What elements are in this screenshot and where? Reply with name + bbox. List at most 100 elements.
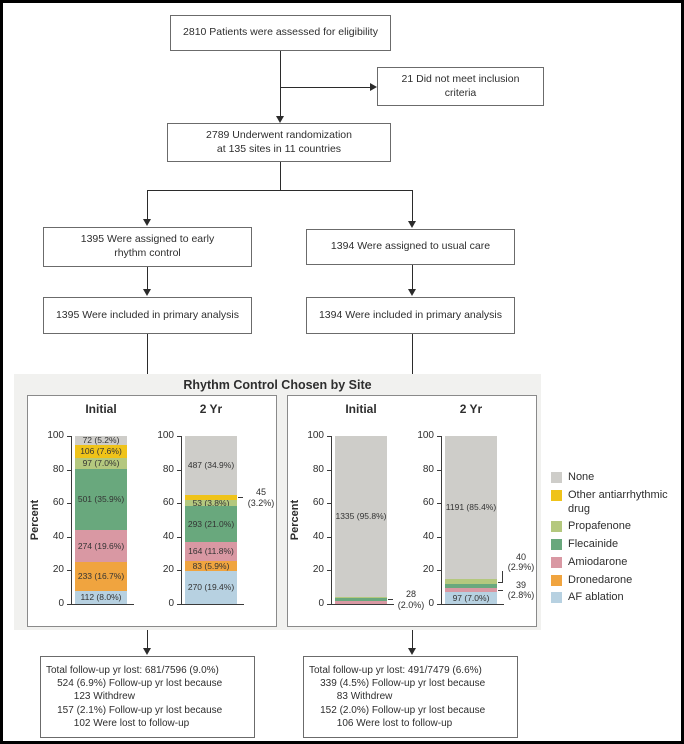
flow-arrowhead	[408, 648, 416, 655]
bar-column-title: Initial	[85, 402, 117, 416]
callout-label: 28 (2.0%)	[397, 589, 425, 610]
bar-segment-af-ablation: 112 (8.0%)	[75, 590, 127, 604]
flow-box-excluded: 21 Did not meet inclusion criteria	[377, 67, 544, 106]
stacked-bar: 487 (34.9%)53 (3.8%)293 (21.0%)164 (11.8…	[185, 436, 237, 604]
legend-label: Flecainide	[568, 538, 619, 550]
y-axis-tick	[177, 469, 181, 471]
flow-connector	[412, 630, 413, 649]
segment-label: 97 (7.0%)	[82, 458, 120, 469]
bar-segment-dronedarone: 83 (5.9%)	[185, 561, 237, 572]
bar-segment-dronedarone: 233 (16.7%)	[75, 562, 127, 591]
bar-segment-propafenone	[335, 596, 387, 598]
flow-box-assigned-early-rhythm-control: 1395 Were assigned to early rhythm contr…	[43, 227, 252, 267]
flow-connector	[147, 267, 148, 290]
legend-label: Other antiarrhythmic drug	[568, 488, 668, 515]
legend-item: Dronedarone	[551, 574, 681, 588]
flow-arrowhead	[408, 289, 416, 296]
y-axis-tick	[67, 436, 71, 437]
bar-segment-propafenone: 97 (7.0%)	[75, 457, 127, 470]
segment-label: 97 (7.0%)	[452, 592, 490, 603]
bar-segment-af-ablation: 97 (7.0%)	[445, 592, 497, 604]
stacked-bar: 1335 (95.8%)	[335, 436, 387, 604]
y-tick-label: 80	[422, 463, 434, 475]
y-tick-label: 60	[52, 497, 64, 509]
flow-connector	[280, 51, 281, 117]
y-tick-label: 20	[422, 564, 434, 576]
flow-box-followup-lost-usual: Total follow-up yr lost: 491/7479 (6.6%)…	[303, 656, 518, 738]
segment-label: 501 (35.9%)	[77, 494, 125, 505]
legend-item: None	[551, 471, 681, 485]
y-axis-tick	[67, 604, 71, 605]
legend-label: None	[568, 471, 595, 483]
flow-arrowhead	[408, 221, 416, 228]
legend-label: Amiodarone	[568, 555, 628, 568]
bar-segment-propafenone	[445, 579, 497, 585]
callout-label: 39 (2.8%)	[507, 579, 535, 601]
flow-connector	[412, 190, 413, 222]
y-axis-tick	[177, 436, 181, 437]
bar-segment-other-antiarrhythmic-drug	[185, 494, 237, 500]
bar-segment-none: 72 (5.2%)	[75, 436, 127, 445]
bar-segment-af-ablation: 270 (19.4%)	[185, 571, 237, 604]
legend-label: AF ablation	[568, 591, 624, 604]
stacked-bar: 72 (5.2%)106 (7.6%) 97 (7.0%) 501 (35.9%) 2…	[75, 436, 127, 604]
legend-swatch	[551, 539, 562, 550]
legend-swatch	[551, 556, 562, 568]
flow-arrowhead	[370, 83, 377, 91]
callout-label: 40 (2.9%)	[507, 551, 535, 573]
callout-line	[498, 581, 503, 583]
flow-connector	[280, 87, 371, 88]
rhythm-control-panel: Rhythm Control Chosen by Site Percent In…	[14, 374, 541, 630]
legend-swatch	[551, 472, 562, 483]
segment-label: 164 (11.8%)	[188, 546, 234, 557]
legend-swatch	[551, 489, 562, 501]
legend-swatch	[551, 521, 562, 533]
bar-segment-none: 487 (34.9%)	[185, 436, 237, 495]
y-tick-label: 20	[162, 564, 174, 576]
legend-label: Propafenone	[568, 520, 631, 533]
callout-label: 45 (3.2%)	[247, 487, 275, 508]
segment-label: 83 (5.9%)	[192, 561, 230, 572]
flow-arrowhead	[143, 219, 151, 226]
y-tick-label: 0	[428, 598, 434, 609]
segment-label: 274 (19.6%)	[77, 540, 125, 551]
bar-segment-flecainide: 501 (35.9%)	[75, 469, 127, 530]
panel-title: Rhythm Control Chosen by Site	[183, 378, 372, 392]
y-axis-tick	[437, 536, 441, 538]
y-tick-label: 40	[422, 530, 434, 542]
flow-box-assigned-usual-care: 1394 Were assigned to usual care	[306, 229, 515, 265]
segment-label: 72 (5.2%)	[82, 435, 120, 446]
y-axis-tick	[327, 536, 331, 538]
flow-connector	[280, 162, 281, 190]
y-tick-label: 0	[318, 598, 324, 609]
segment-label: 293 (21.0%)	[187, 518, 235, 529]
bar-column-title: 2 Yr	[199, 402, 223, 416]
callout-line	[238, 497, 243, 499]
y-tick-label: 20	[52, 564, 64, 576]
legend-item: Other antiarrhythmic drug	[551, 488, 681, 517]
legend-swatch	[551, 574, 562, 586]
y-axis-line	[181, 436, 182, 604]
x-baseline	[181, 604, 244, 605]
segment-label: 106 (7.6%)	[80, 445, 122, 456]
y-axis-tick	[327, 436, 331, 437]
bar-segment-flecainide	[335, 597, 387, 602]
flow-connector	[147, 190, 413, 191]
y-tick-label: 40	[312, 530, 324, 542]
bar-segment-none: 1191 (85.4%)	[445, 436, 497, 580]
callout-line	[498, 589, 503, 591]
y-axis-tick	[327, 604, 331, 605]
bar-column-title: 2 Yr	[459, 402, 483, 416]
callout-line	[388, 599, 393, 601]
bar-segment-amiodarone	[445, 587, 497, 593]
y-axis-label: Percent	[289, 499, 301, 541]
y-axis-tick	[327, 570, 331, 572]
y-axis-tick	[437, 469, 441, 471]
x-baseline	[331, 604, 394, 605]
segment-label: 233 (16.7%)	[77, 571, 125, 582]
legend-item: AF ablation	[551, 591, 681, 605]
y-axis-tick	[437, 570, 441, 572]
